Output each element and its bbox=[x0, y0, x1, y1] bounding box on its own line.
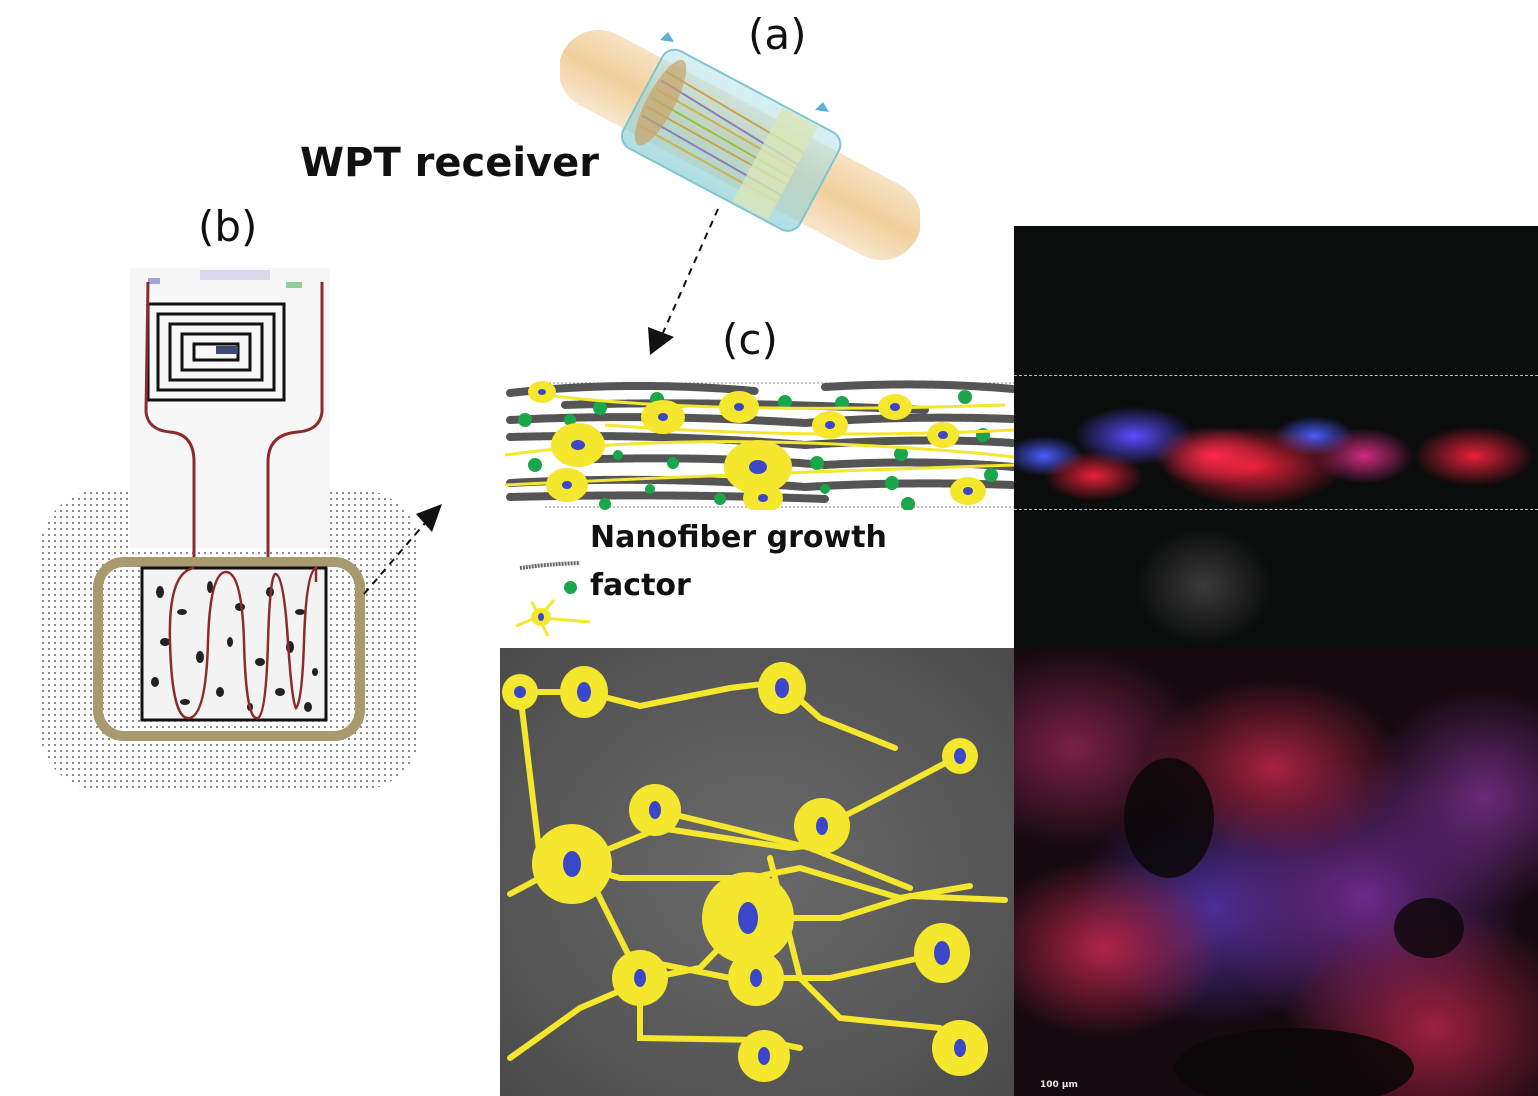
dashed-arrow-b-to-c bbox=[363, 504, 442, 595]
panel-c-label: (c) bbox=[722, 315, 778, 364]
stained-cell-band bbox=[1014, 386, 1538, 506]
nerve-conduit-illustration bbox=[560, 29, 920, 261]
scale-bar-label: 100 µm bbox=[1040, 1080, 1078, 1090]
dark-void bbox=[1174, 1028, 1414, 1096]
wpt-receiver-label: WPT receiver bbox=[300, 140, 599, 186]
panel-b-label: (b) bbox=[198, 202, 258, 251]
fluorescence-cross-section-image bbox=[1014, 226, 1538, 648]
nanofiber-icon bbox=[519, 561, 581, 570]
legend-line-1: Nanofiber growth bbox=[590, 520, 887, 555]
nanofiber-scaffold-schematic bbox=[505, 380, 1015, 510]
neuron-cell-icon bbox=[515, 599, 591, 637]
dark-void bbox=[1124, 758, 1214, 878]
dashed-boundary-bottom bbox=[1014, 509, 1538, 510]
legend-line-2: factor bbox=[590, 568, 691, 603]
dashed-boundary-top bbox=[1014, 375, 1538, 376]
dark-void bbox=[1394, 898, 1464, 958]
dashed-arrow-a-to-c bbox=[648, 208, 719, 355]
sem-neuron-image bbox=[500, 648, 1014, 1096]
grey-haze bbox=[1134, 526, 1274, 646]
fluorescence-tissue-image: 100 µm bbox=[1014, 648, 1538, 1096]
wpt-receiver-device bbox=[93, 268, 365, 741]
panel-a-label: (a) bbox=[748, 10, 807, 59]
growth-factor-dot-icon bbox=[564, 581, 577, 594]
